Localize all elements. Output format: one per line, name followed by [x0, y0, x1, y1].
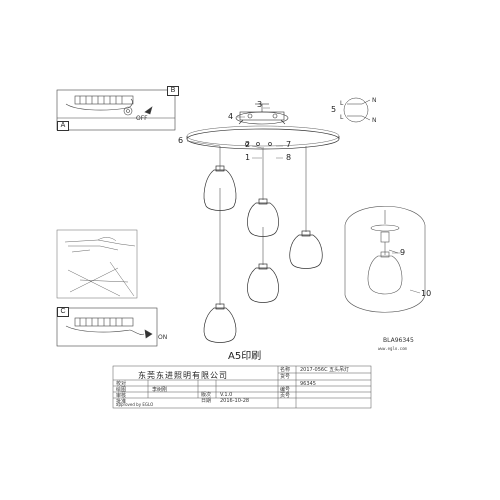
tb-drafter: 李树刚 [152, 387, 168, 393]
tb-label-approve: 批准 [116, 399, 127, 405]
tb-name-value: 2017-056C 五头吊灯 [300, 367, 350, 373]
callout-4: 4 [228, 112, 234, 121]
suspension-cords [219, 146, 307, 305]
callout-8: 8 [286, 153, 292, 162]
callout-6: 6 [178, 136, 184, 145]
tb-page-label: 页号 [280, 393, 291, 399]
company-name: 东莞东进照明有限公司 [138, 371, 228, 380]
callout-3: 3 [257, 100, 263, 109]
tb-version-label: 版次 [201, 392, 212, 398]
panel-c-label: C [57, 307, 69, 317]
callout-10: 10 [421, 289, 432, 298]
panel-a-label: A [57, 121, 69, 131]
panel-c-switch-on [56, 307, 158, 347]
callout-9: 9 [400, 248, 406, 257]
panel-b-switch-off [56, 89, 176, 131]
tb-label-review: 审核 [116, 393, 127, 399]
tb-code-value: 96345 [300, 381, 316, 387]
callout-5: 5 [331, 105, 337, 114]
canopy [186, 125, 340, 150]
tb-date-label: 日期 [201, 398, 212, 404]
tb-version-value: V.1.0 [220, 392, 233, 398]
wiring-detail [343, 97, 371, 123]
tb-label-check: 校对 [116, 381, 127, 387]
website: www.eglo.com [378, 346, 407, 351]
callout-1: 1 [245, 153, 251, 162]
wire-l-bot: L [340, 114, 344, 121]
callout-7: 7 [286, 140, 292, 149]
bulb-detail-circle [344, 206, 426, 313]
tb-code-label: 货号 [280, 374, 291, 380]
callout-2: 2 [245, 140, 251, 149]
wire-n-top: N [372, 97, 377, 104]
pendant-shades [203, 165, 323, 343]
panel-a-illustration [56, 229, 138, 299]
on-label: ON [158, 334, 168, 341]
tb-label-draw: 绘图 [116, 387, 127, 393]
wire-l-top: L [340, 100, 344, 107]
panel-b-label: B [167, 86, 179, 96]
tb-date-value: 2016-10-28 [220, 398, 250, 404]
model-code: BLA96345 [383, 337, 414, 344]
title-block [112, 365, 372, 409]
tb-approved: approved by EGLO [116, 402, 154, 407]
sheet-size-title: A5印刷 [228, 351, 262, 362]
mounting-bracket [235, 103, 289, 125]
tb-sn-label: 编号 [280, 387, 291, 393]
wire-n-bot: N [372, 117, 377, 124]
tb-name-label: 名称 [280, 367, 291, 373]
off-label: OFF [136, 115, 148, 122]
